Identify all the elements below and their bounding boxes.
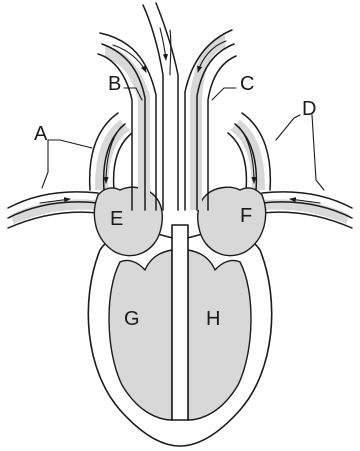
leader-lines — [42, 88, 324, 190]
label-a: A — [34, 123, 48, 145]
label-d: D — [302, 98, 316, 120]
label-c: C — [240, 73, 254, 95]
septum — [172, 225, 188, 420]
label-b: B — [108, 73, 121, 95]
label-h: H — [206, 308, 220, 330]
great-vessels — [98, 3, 236, 210]
label-f: F — [240, 205, 252, 227]
label-g: G — [124, 308, 140, 330]
label-e: E — [110, 208, 123, 230]
